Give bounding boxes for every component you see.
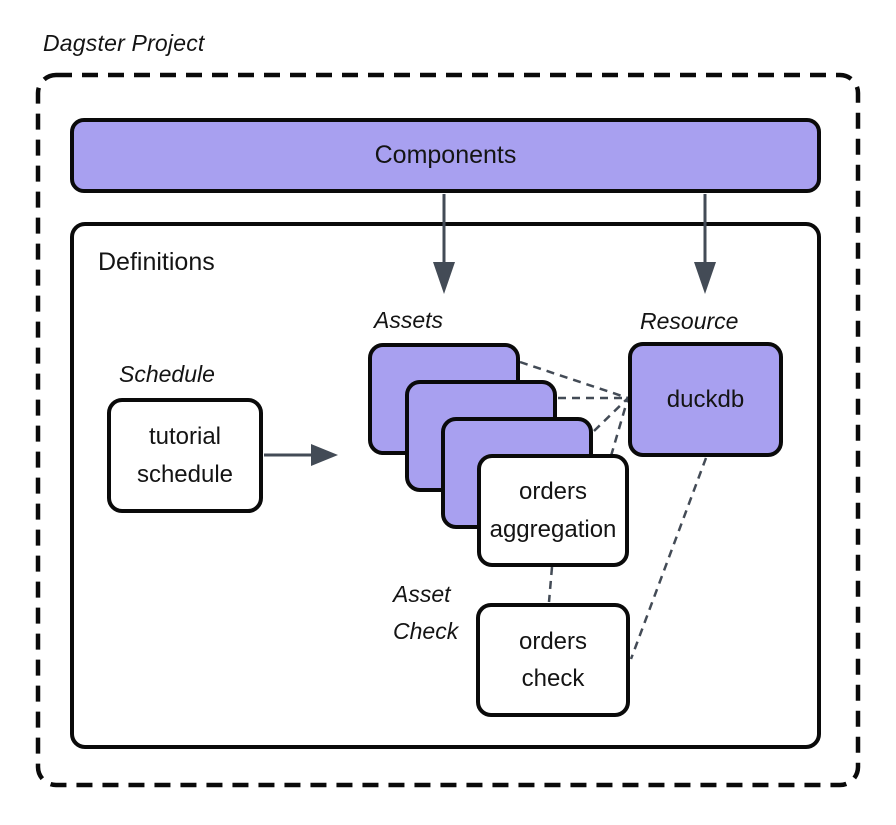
components-bar: Components xyxy=(70,118,821,193)
components-label: Components xyxy=(374,141,517,169)
node-orders-check: orders check xyxy=(476,603,630,717)
group-label-asset-check: Asset Check xyxy=(393,581,459,644)
node-orders-aggregation: orders aggregation xyxy=(477,454,629,567)
node-duckdb: duckdb xyxy=(628,342,783,457)
diagram-title: Dagster Project xyxy=(43,30,205,56)
group-label-schedule: Schedule xyxy=(119,361,215,387)
definitions-label: Definitions xyxy=(98,248,215,276)
group-label-resource: Resource xyxy=(640,308,739,334)
node-tutorial-schedule: tutorial schedule xyxy=(107,398,263,513)
group-label-assets: Assets xyxy=(374,307,444,333)
